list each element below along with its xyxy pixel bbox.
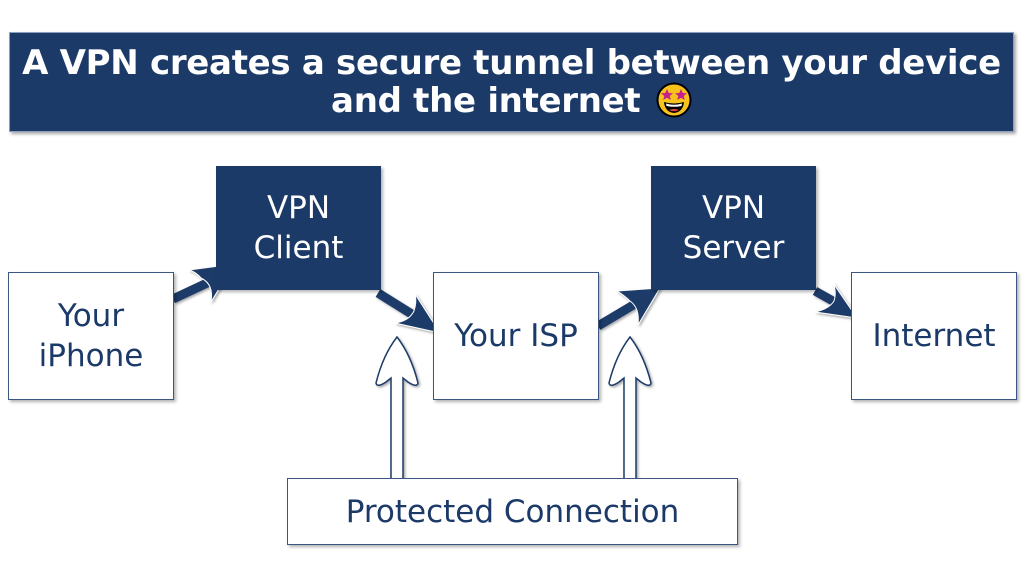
node-iphone-line1: Your (57, 298, 125, 334)
star-struck-emoji-icon (656, 82, 692, 118)
node-client-line1: VPN (266, 190, 331, 226)
node-server-line2: Server (682, 230, 785, 266)
node-isp-label: Your ISP (454, 318, 578, 354)
arrow-server-to-internet (812, 282, 859, 319)
node-your-isp: Your ISP (433, 272, 599, 400)
node-protected-label: Protected Connection (345, 493, 680, 530)
node-vpn-client: VPN Client (216, 166, 381, 290)
title-line: A VPN creates a secure tunnel between yo… (22, 43, 1001, 121)
arrow-up-right (608, 335, 652, 478)
node-iphone-line2: iPhone (38, 338, 144, 374)
node-server-line1: VPN (701, 190, 766, 226)
node-vpn-server: VPN Server (651, 166, 816, 290)
title-text: A VPN creates a secure tunnel between yo… (10, 44, 1013, 120)
title-banner: A VPN creates a secure tunnel between yo… (9, 32, 1014, 132)
arrow-up-left (375, 335, 419, 478)
node-your-iphone: Your iPhone (8, 272, 174, 400)
arrow-client-to-isp (375, 289, 442, 334)
node-protected-connection: Protected Connection (287, 478, 738, 545)
node-internet-label: Internet (872, 318, 996, 354)
node-internet: Internet (851, 272, 1017, 400)
node-client-line2: Client (253, 230, 344, 266)
arrow-isp-to-server (595, 287, 661, 330)
